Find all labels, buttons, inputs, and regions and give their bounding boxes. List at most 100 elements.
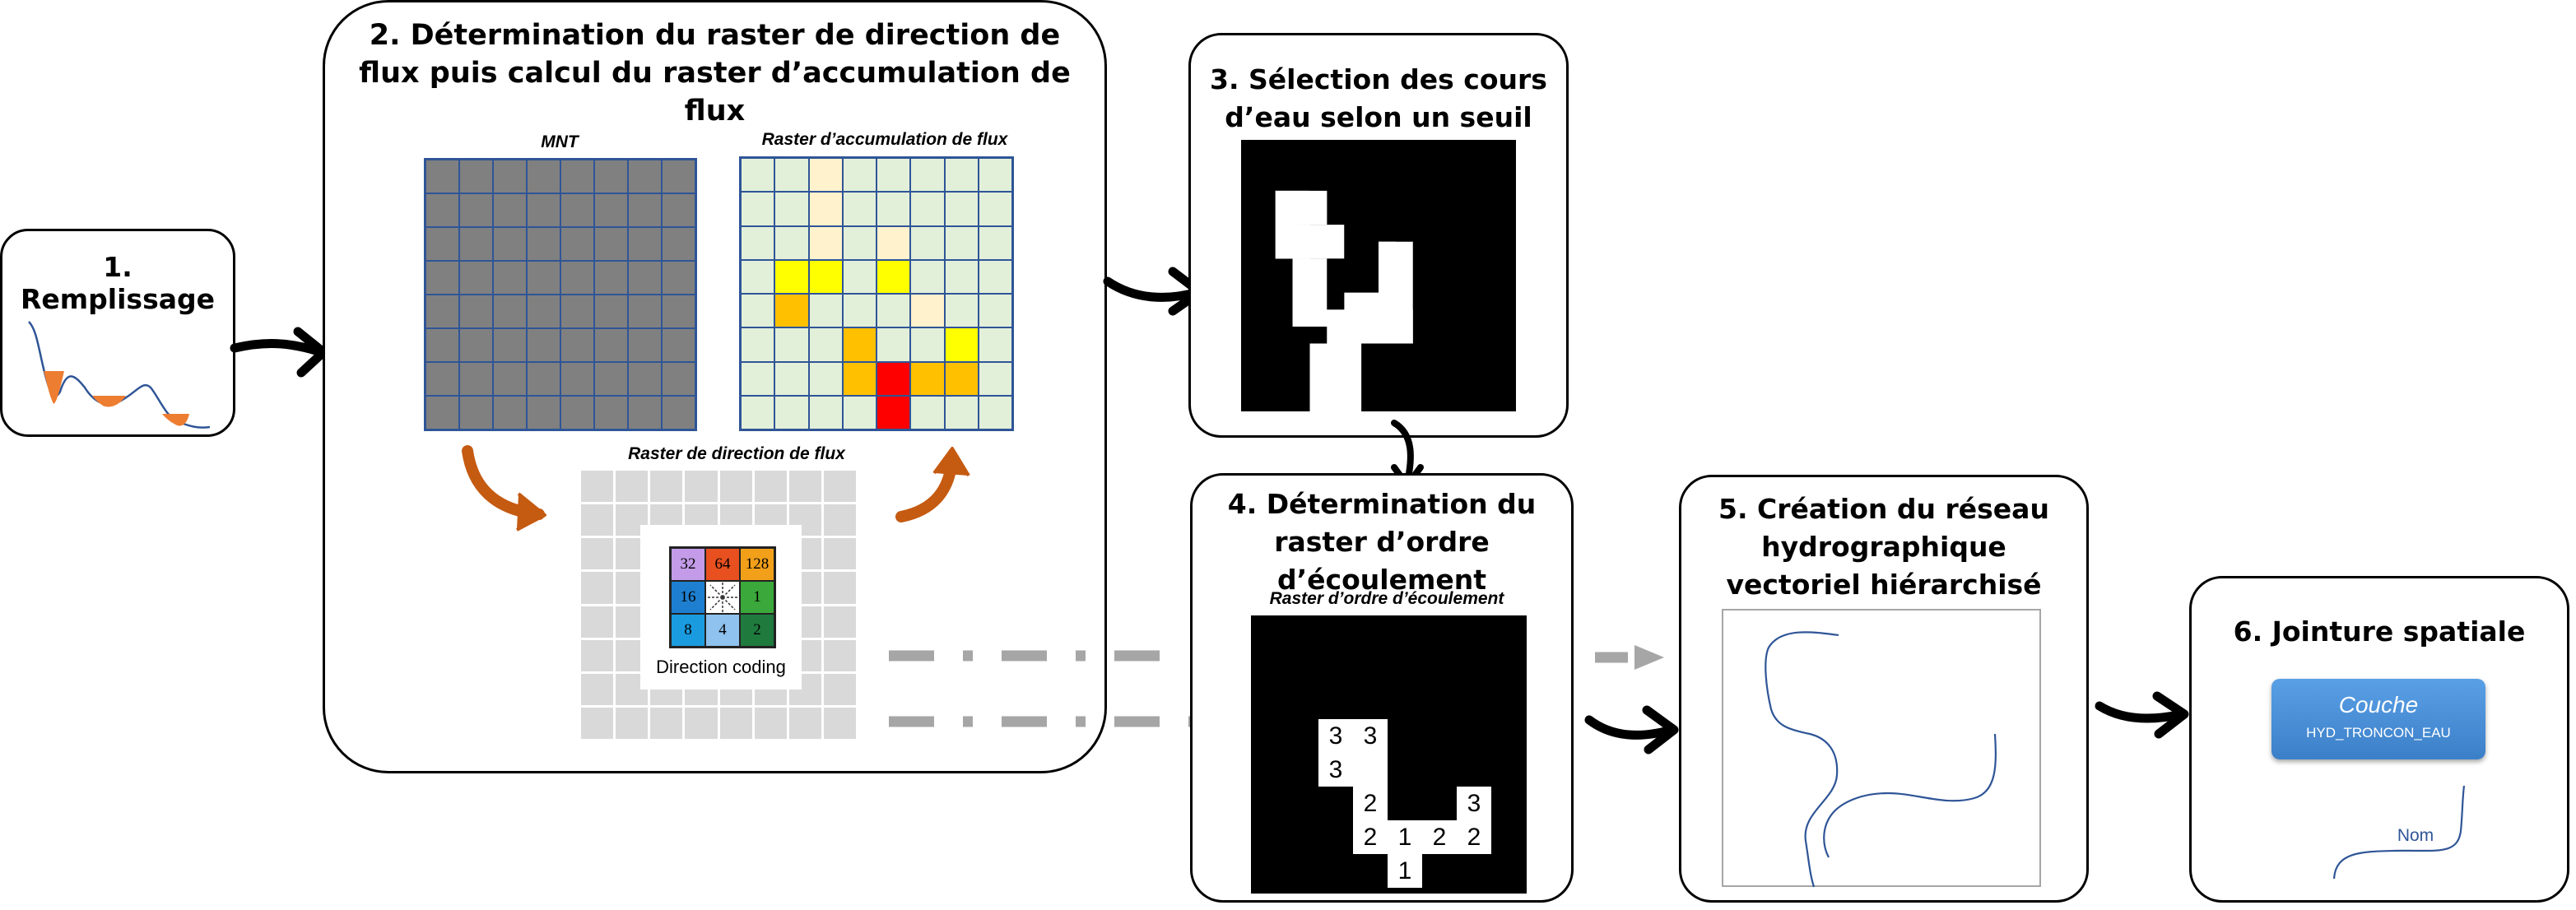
layer-id: HYD_TRONCON_EAU [2306,725,2451,741]
mnt-cell [594,160,628,193]
layer-name: Couche [2338,692,2419,717]
accumulation-cell [944,361,979,396]
accumulation-cell [774,192,809,226]
filling-profile [28,321,211,429]
accumulation-cell [910,259,945,294]
direction-cell [616,471,649,503]
mnt-cell [560,227,594,261]
accumulation-cell [876,192,911,226]
vector-network-lines [1765,631,1997,888]
accumulation-cell [876,361,911,396]
accumulation-cell [876,395,911,429]
accumulation-cell [910,294,945,328]
step6-title: 6. Jointure spatiale [2233,615,2526,648]
direction-cell [650,707,683,739]
accumulation-cell [944,192,979,226]
direction-cell [823,707,856,739]
mnt-cell [425,193,459,227]
mnt-cell [493,362,527,396]
mnt-cell [493,328,527,362]
direction-cell [754,471,787,503]
order-cell: 2 [1457,820,1491,854]
mnt-cell [425,261,459,295]
mnt-cell [459,362,493,396]
order-cell: 3 [1318,753,1353,787]
accumulation-cell [910,327,945,362]
direction-code-cell: 64 [705,548,740,581]
accumulation-cell [808,327,843,362]
accumulation-cell [741,361,775,396]
order-cell: 3 [1353,719,1388,753]
order-cell: 2 [1353,820,1388,854]
mnt-cell [425,227,459,261]
accumulation-cell [876,327,911,362]
mnt-cell [560,295,594,328]
mnt-cell [662,227,695,261]
arrow-direction-to-accumulation [895,447,970,522]
direction-cell [788,471,821,503]
accumulation-cell [944,294,979,328]
accumulation-label: Raster d’accumulation de flux [761,130,1008,149]
mnt-cell [527,328,560,362]
mnt-cell [459,193,493,227]
order-cell: 3 [1457,787,1491,820]
dash-arrow-to-step5 [1595,645,1664,670]
accumulation-cell [808,361,843,396]
mnt-cell [662,295,695,328]
mnt-cell [662,362,695,396]
mnt-cell [594,227,628,261]
mnt-cell [425,160,459,193]
accumulation-cell [944,259,979,294]
accumulation-cell [774,327,809,362]
direction-cell [754,707,787,739]
arrow-step4-to-step5 [1584,705,1679,754]
mnt-cell [493,227,527,261]
step1-box: 1. Remplissage [0,229,235,437]
mnt-cell [459,295,493,328]
accumulation-cell [910,192,945,226]
accumulation-cell [808,395,843,429]
mnt-cell [662,261,695,295]
order-link-cell [1353,753,1388,787]
step5-title: 5. Création du réseau hydrographique vec… [1718,493,2049,601]
order-cell: 3 [1318,719,1353,753]
accumulation-cell [741,192,775,226]
accumulation-cell [978,259,1012,294]
accumulation-cell [876,158,911,193]
mnt-cell [594,328,628,362]
mnt-cell [527,362,560,396]
accumulation-cell [910,395,945,429]
arrow-mnt-to-direction [462,445,546,532]
direction-cell [823,538,856,570]
direction-cell [581,572,614,604]
mnt-cell [662,193,695,227]
accumulation-cell [842,192,876,226]
accumulation-cell [741,395,775,429]
mnt-cell [560,396,594,429]
accumulation-cell [944,225,979,260]
accumulation-raster [739,156,1014,431]
mnt-cell [425,328,459,362]
accumulation-cell [944,158,979,193]
direction-code-cell: 8 [671,614,705,647]
accumulation-cell [842,395,876,429]
mnt-cell [459,160,493,193]
mnt-cell [493,160,527,193]
step2-title: 2. Détermination du raster de direction … [359,19,1071,128]
accumulation-cell [774,225,809,260]
accumulation-cell [842,327,876,362]
accumulation-cell [774,361,809,396]
step3-title: 3. Sélection des cours d’eau selon un se… [1210,63,1547,133]
mnt-cell [425,396,459,429]
direction-cell [650,471,683,503]
mnt-cell [493,261,527,295]
mnt-cell [459,227,493,261]
accumulation-cell [741,294,775,328]
accumulation-cell [842,259,876,294]
mnt-cell [560,160,594,193]
accumulation-cell [774,395,809,429]
mnt-cell [628,396,662,429]
mnt-cell [459,261,493,295]
mnt-cell [628,261,662,295]
